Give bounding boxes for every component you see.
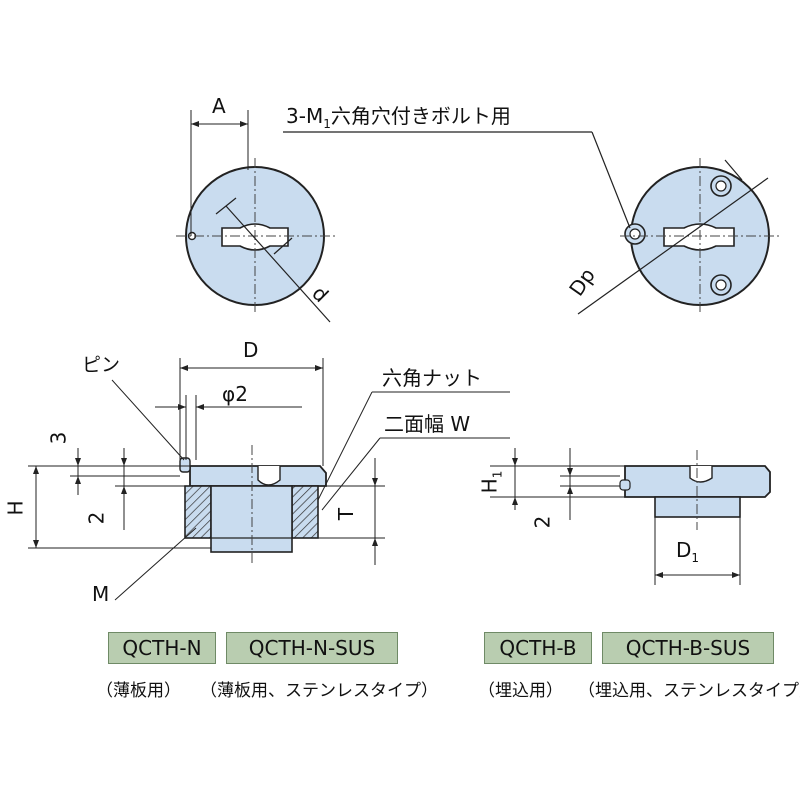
model-note-b-2: （埋込用、ステンレスタイプ）: [578, 681, 800, 701]
hex-nut-label: 六角ナット: [382, 366, 482, 390]
pin-label: ピン: [82, 354, 121, 376]
dim-A-label: A: [212, 94, 226, 118]
dim-3-label: 3: [46, 431, 71, 445]
front-view-n: [176, 110, 335, 323]
front-view-b: [283, 131, 780, 315]
bolt-hole-left: [624, 223, 646, 245]
model-note-b-1: （埋込用）: [478, 681, 563, 701]
dim-H1-main: H: [477, 478, 502, 494]
bolt-note-sub: 1: [323, 117, 331, 131]
model-badge-qcth-b: QCTH-B: [484, 632, 592, 664]
bolt-note-label: 3-M1六角穴付きボルト用: [286, 106, 511, 130]
dim-H-label: H: [3, 500, 28, 516]
dim-T-label: T: [334, 507, 359, 521]
dim-M-label: M: [92, 582, 110, 606]
bolt-note-prefix: 3-M: [286, 104, 324, 128]
dim-D1-sub: 1: [691, 551, 700, 565]
dim-phi2-label: φ2: [222, 382, 248, 406]
model-badge-qcth-b-sus: QCTH-B-SUS: [602, 632, 774, 664]
dim-H1-sub: 1: [490, 470, 505, 479]
dim-D-label: D: [243, 338, 259, 362]
model-badge-qcth-n-sus: QCTH-N-SUS: [226, 632, 398, 664]
bolt-hole-top: [710, 175, 732, 197]
section-view-b: [490, 448, 771, 585]
bolt-note-tail: 六角穴付きボルト用: [330, 104, 511, 128]
dim-H1-label: H1: [477, 470, 505, 494]
bolt-hole-bottom: [710, 274, 732, 296]
width-across-flats-label: 二面幅 W: [384, 412, 471, 436]
dim-D1-label: D1: [676, 540, 699, 564]
dim-D1-main: D: [676, 538, 692, 562]
dim-2b-label: 2: [530, 515, 555, 529]
model-badge-qcth-n: QCTH-N: [108, 632, 216, 664]
section-view-n: [28, 358, 510, 601]
model-note-n-1: （薄板用）: [96, 681, 181, 701]
dim-2-label: 2: [84, 511, 109, 525]
model-note-n-2: （薄板用、ステンレスタイプ）: [200, 681, 438, 701]
